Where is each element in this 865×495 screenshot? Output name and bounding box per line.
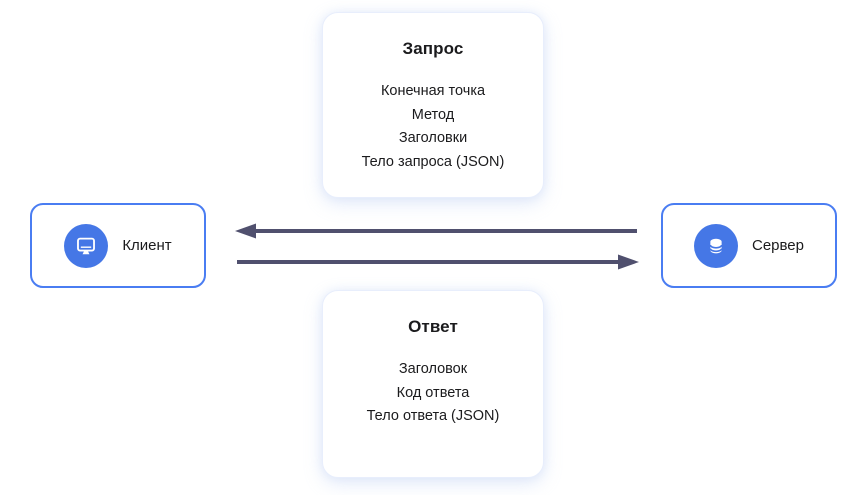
server-node-label: Сервер — [751, 237, 804, 254]
client-node-label: Клиент — [122, 237, 172, 254]
response-card: Ответ Заголовок Код ответа Тело ответа (… — [322, 290, 544, 478]
request-card: Запрос Конечная точка Метод Заголовки Те… — [322, 12, 544, 198]
server-node: Сервер — [661, 203, 837, 288]
response-card-items: Заголовок Код ответа Тело ответа (JSON) — [323, 358, 543, 429]
request-item-endpoint: Конечная точка — [380, 83, 486, 99]
request-item-method: Метод — [411, 106, 455, 123]
response-item-body: Тело ответа (JSON) — [366, 408, 500, 424]
request-item-headers: Заголовки — [398, 130, 468, 146]
request-arrow — [237, 254, 639, 270]
request-card-items: Конечная точка Метод Заголовки Тело запр… — [323, 80, 543, 174]
client-node: Клиент — [30, 203, 206, 288]
response-item-header: Заголовок — [398, 361, 468, 377]
request-card-title: Запрос — [402, 39, 464, 58]
monitor-icon — [64, 223, 109, 268]
response-item-code: Код ответа — [396, 384, 470, 401]
response-card-title: Ответ — [408, 317, 458, 336]
request-item-body: Тело запроса (JSON) — [361, 153, 505, 170]
database-icon — [693, 223, 738, 268]
response-arrow — [235, 223, 637, 239]
